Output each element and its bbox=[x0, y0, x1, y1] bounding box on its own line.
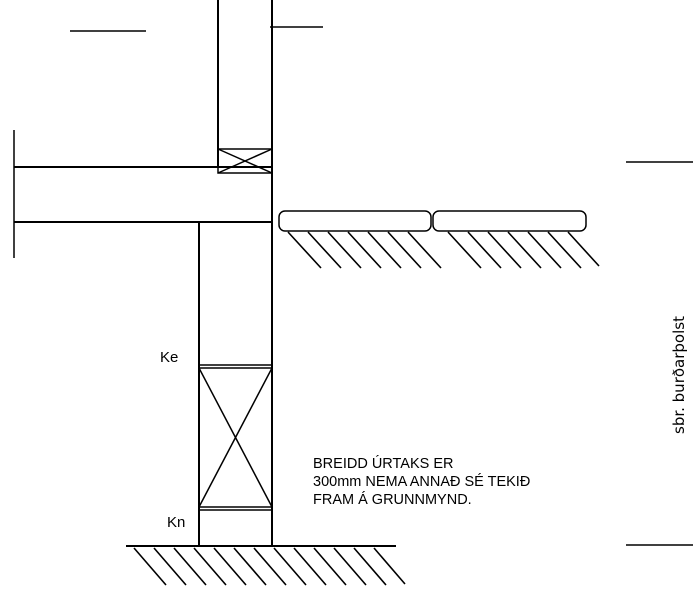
side-reference-text: sbr. burðarþolst bbox=[670, 316, 688, 434]
ground-panel-left bbox=[278, 210, 432, 232]
ground-hatching-lower bbox=[133, 547, 406, 586]
ground-hatching-upper bbox=[287, 231, 600, 269]
lower-crossed-block bbox=[198, 364, 273, 511]
upper-crossed-block bbox=[217, 148, 273, 174]
label-ke: Ke bbox=[160, 349, 178, 366]
ground-panels bbox=[278, 210, 587, 232]
top-reference-lines bbox=[70, 26, 323, 32]
label-kn: Kn bbox=[167, 514, 185, 531]
right-margin-lines bbox=[626, 161, 693, 546]
upper-wall bbox=[217, 0, 273, 228]
ground-panel-right bbox=[432, 210, 587, 232]
width-note: BREIDD ÚRTAKS ER 300mm NEMA ANNAÐ SÉ TEK… bbox=[313, 455, 530, 508]
note-line-3: FRAM Á GRUNNMYND. bbox=[313, 491, 472, 508]
floor-slab bbox=[14, 166, 272, 223]
lower-wall bbox=[198, 222, 273, 546]
note-line-1: BREIDD ÚRTAKS ER bbox=[313, 455, 453, 472]
note-line-2: 300mm NEMA ANNAÐ SÉ TEKIÐ bbox=[313, 473, 530, 490]
